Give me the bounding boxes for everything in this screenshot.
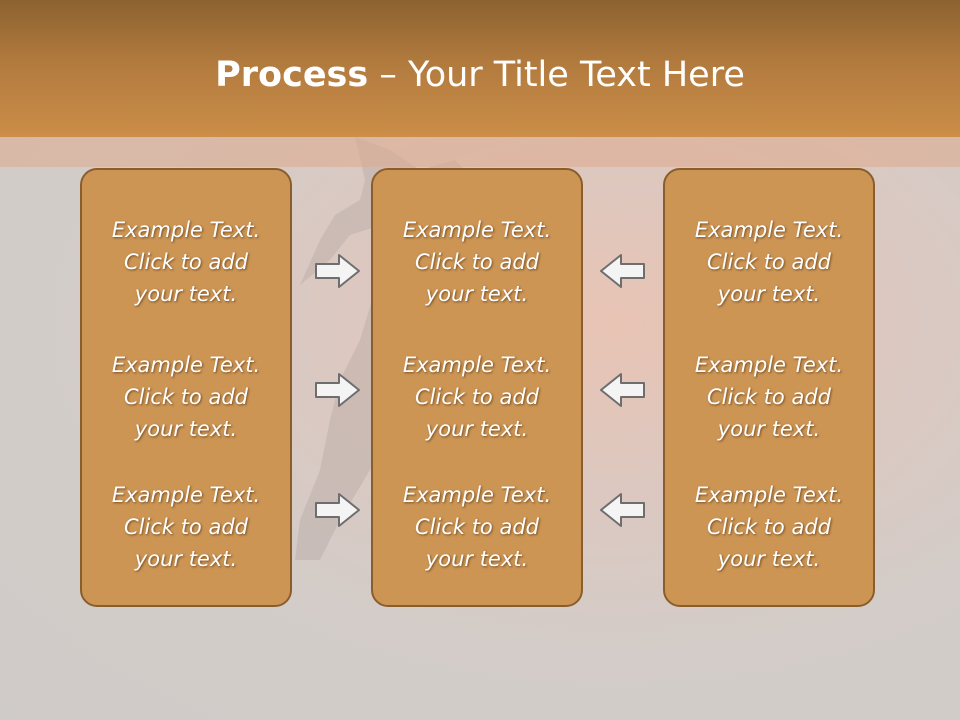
left-panel[interactable]: Example Text. Click to add your text. Ex… <box>80 168 292 607</box>
right-panel[interactable]: Example Text. Click to add your text. Ex… <box>663 168 875 607</box>
title-bold: Process <box>215 55 369 95</box>
center-panel-text-3[interactable]: Example Text. Click to add your text. <box>402 483 552 571</box>
slide-title[interactable]: Process – Your Title Text Here <box>0 52 960 98</box>
title-bar <box>0 0 960 137</box>
left-arrow-icon <box>600 373 645 407</box>
left-panel-text-2[interactable]: Example Text. Click to add your text. <box>111 353 261 441</box>
center-panel-text-1[interactable]: Example Text. Click to add your text. <box>402 218 552 306</box>
right-arrow-icon <box>315 373 360 407</box>
title-rest: – Your Title Text Here <box>368 55 745 95</box>
center-panel-text-2[interactable]: Example Text. Click to add your text. <box>402 353 552 441</box>
left-panel-text-1[interactable]: Example Text. Click to add your text. <box>111 218 261 306</box>
right-panel-text-1[interactable]: Example Text. Click to add your text. <box>694 218 844 306</box>
center-panel[interactable]: Example Text. Click to add your text. Ex… <box>371 168 583 607</box>
right-panel-text-3[interactable]: Example Text. Click to add your text. <box>694 483 844 571</box>
left-arrow-icon <box>600 254 645 288</box>
left-arrow-icon <box>600 493 645 527</box>
right-panel-text-2[interactable]: Example Text. Click to add your text. <box>694 353 844 441</box>
right-arrow-icon <box>315 254 360 288</box>
title-bar-shadow-band <box>0 137 960 167</box>
right-arrow-icon <box>315 493 360 527</box>
left-panel-text-3[interactable]: Example Text. Click to add your text. <box>111 483 261 571</box>
